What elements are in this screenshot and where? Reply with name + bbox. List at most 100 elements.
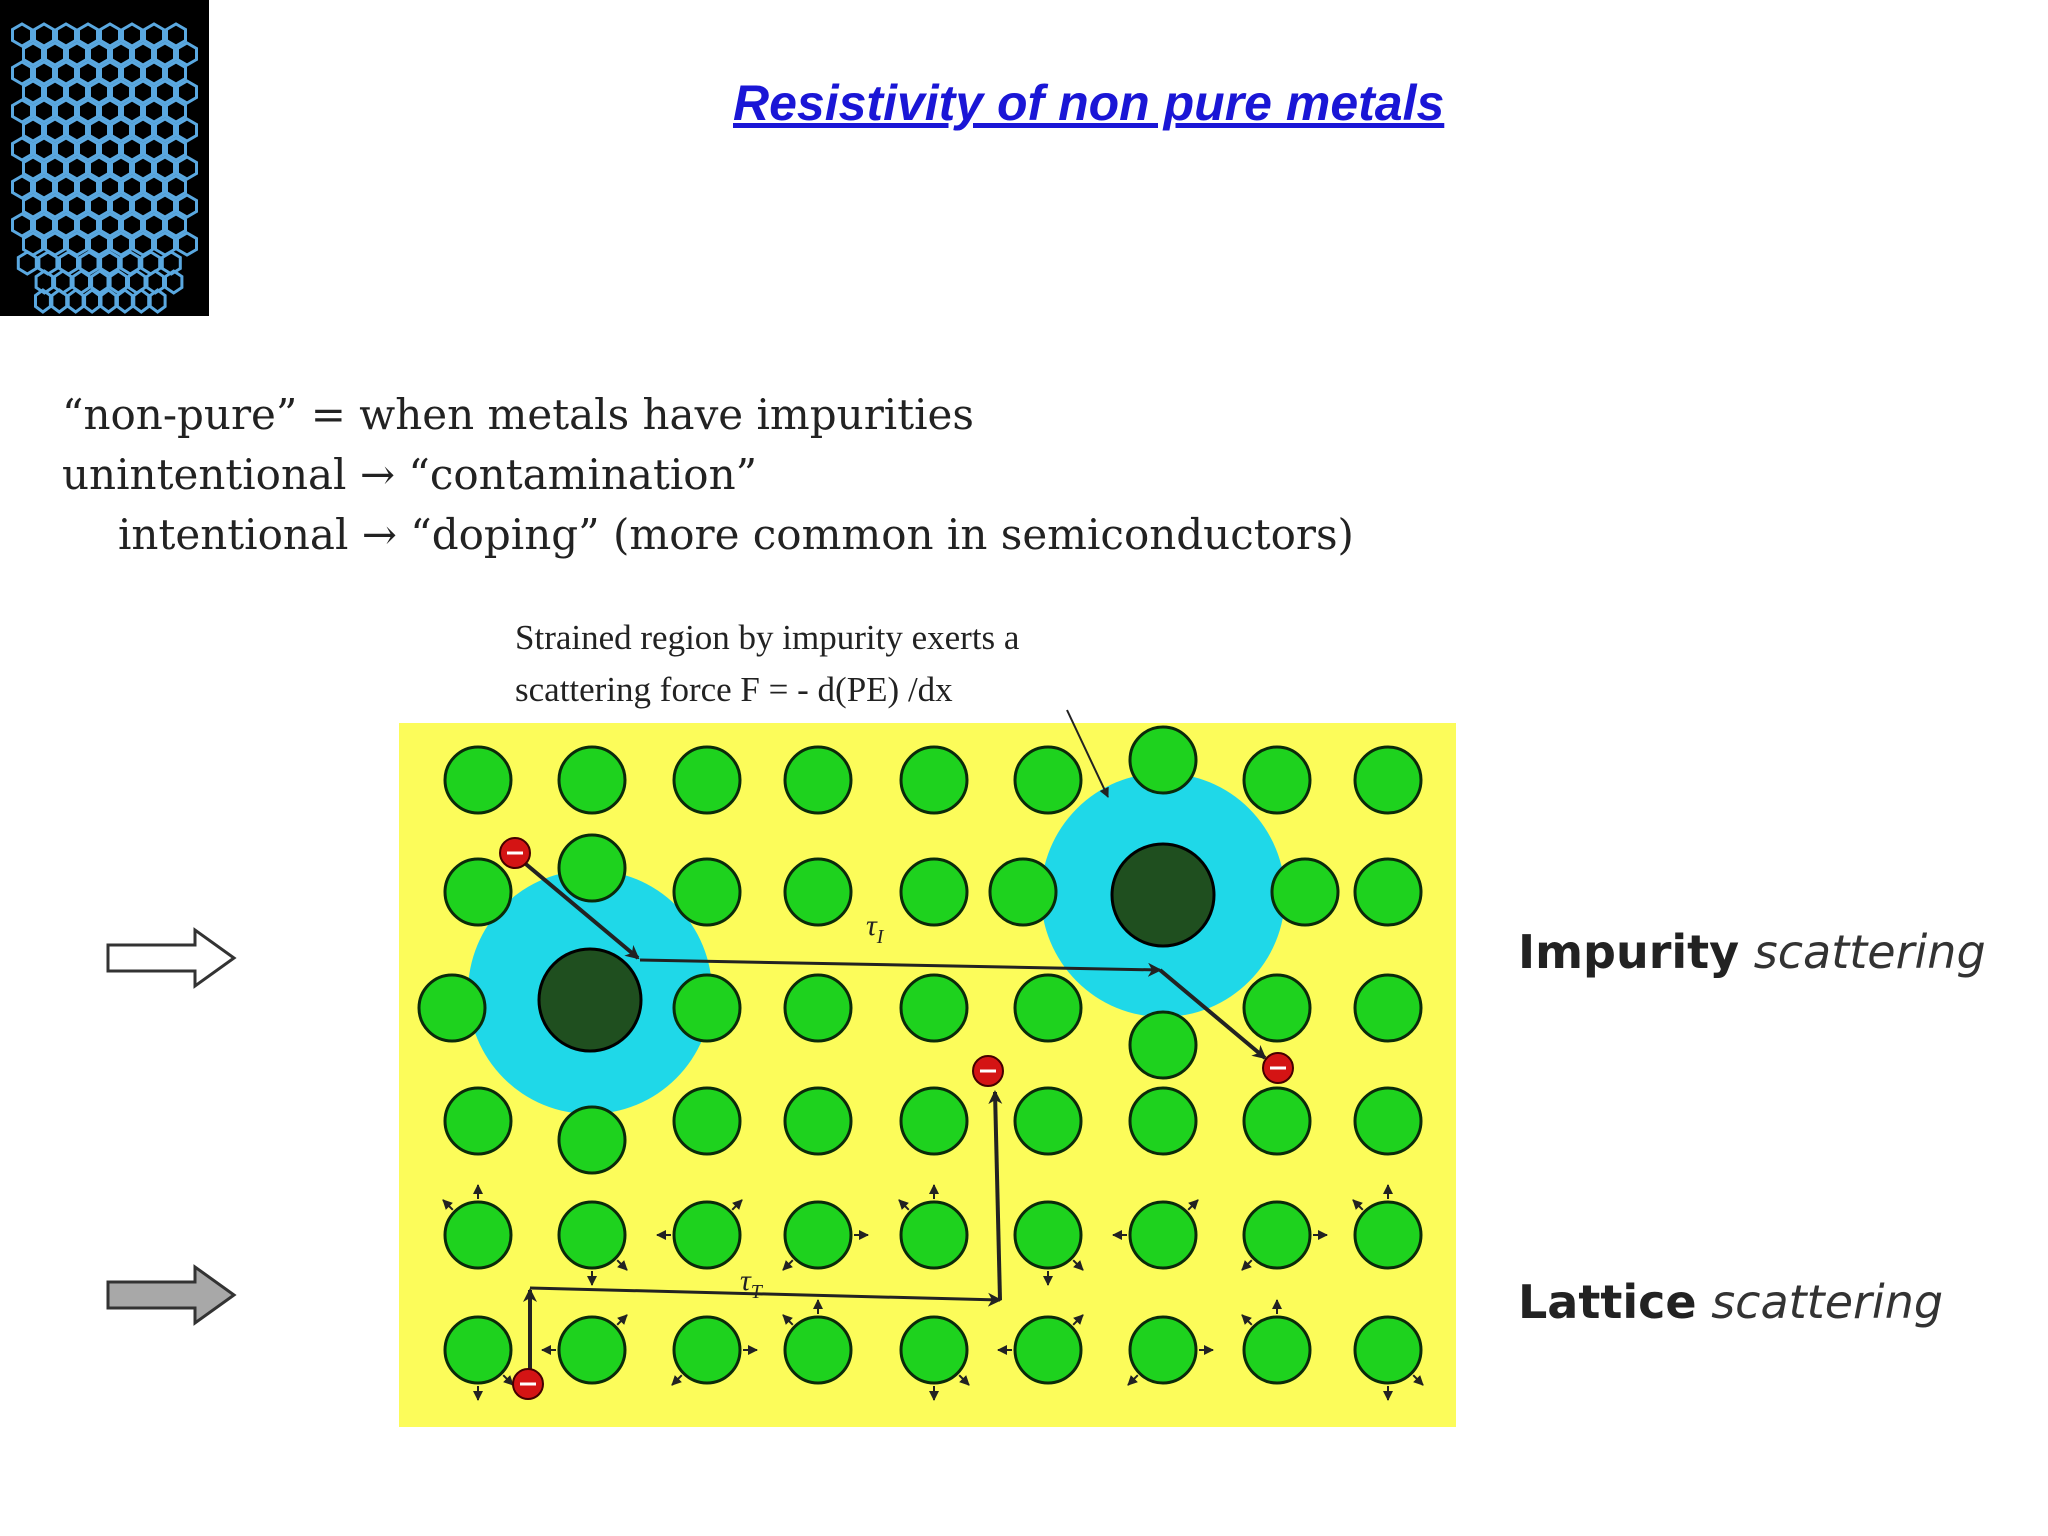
nanotube-cell [34,269,55,295]
vibration-arrow [1412,1374,1424,1386]
vibration-arrow [1187,1199,1199,1211]
nanotube-cell [143,136,165,162]
nanotube-cell [88,193,110,219]
nanotube-cell [11,22,33,48]
lattice-atom [1353,1315,1423,1385]
nanotube-cell [143,98,165,124]
lattice-atom [1128,1315,1198,1385]
lattice-arrow-icon [106,1264,237,1326]
nanotube-cell [132,117,154,143]
definition-line-non-pure: “non-pure” = when metals have impurities [62,390,974,439]
nanotube-cell [44,193,66,219]
electron-3 [972,1055,1004,1087]
nanotube-cell [66,117,88,143]
nanotube-cell [66,41,88,67]
lattice-atom [443,857,513,927]
lattice-scattering-label: Lattice scattering [1518,1275,1944,1329]
lattice-atom [1242,1200,1312,1270]
nanotube-cell [11,136,33,162]
nanotube-cell [11,98,33,124]
impurity-electron-path-1 [513,853,640,960]
nanotube-cell [55,60,77,86]
lattice-atom [899,1086,969,1156]
nanotube-cell [22,117,44,143]
nanotube-cell [66,231,88,257]
lattice-atom [672,1315,742,1385]
impurity-electron-path-2 [639,958,1162,977]
nanotube-cell [176,231,198,257]
nanotube-cell [121,174,143,200]
lattice-atom [899,857,969,927]
impurity-scattering-label: Impurity scattering [1518,925,1986,979]
lattice-atom [1353,1086,1423,1156]
vibration-arrow [671,1374,683,1386]
nanotube-cell [44,155,66,181]
carbon-nanotube-icon [11,22,198,314]
nanotube-cell [165,98,187,124]
nanotube-cell [176,79,198,105]
nanotube-cell [148,288,167,314]
nanotube-cell [176,41,198,67]
nanotube-cell [165,212,187,238]
nanotube-cell [132,155,154,181]
lattice-atom [783,1086,853,1156]
electron-2 [1262,1052,1294,1084]
nanotube-cell [121,98,143,124]
lattice-atom [1353,973,1423,1043]
nanotube-cell [33,136,55,162]
nanotube-cell [165,60,187,86]
nanotube-cell [154,79,176,105]
vibration-arrow [1072,1259,1084,1271]
page-title: Resistivity of non pure metals [733,75,1445,131]
lattice-atom [1242,1086,1312,1156]
lattice-atom [1128,725,1198,795]
nanotube-cell [44,117,66,143]
nanotube-cell [77,22,99,48]
nanotube-cell [99,212,121,238]
nanotube-cell [88,231,110,257]
nanotube-cell [66,79,88,105]
lattice-atom [899,1315,969,1385]
nanotube-cell [164,269,184,295]
lattice-atom [1128,1086,1198,1156]
nanotube-cell [33,174,55,200]
nanotube-cell [77,98,99,124]
lattice-atom [783,973,853,1043]
nanotube-cell [33,22,55,48]
nanotube-cell [99,136,121,162]
vibration-arrow [1241,1259,1253,1271]
lattice-electron-path-2 [529,1286,1002,1307]
lattice-atom [1013,1200,1083,1270]
lattice-atom [1242,1315,1312,1385]
lattice-atom [443,1315,513,1385]
vibration-arrow [782,1314,794,1326]
nanotube-cell [110,41,132,67]
nanotube-cell [55,212,77,238]
nanotube-cell [66,155,88,181]
lattice-electron-path-3 [988,1090,1003,1301]
lattice-atom [783,1200,853,1270]
nanotube-cell [55,174,77,200]
lattice-atom [672,1086,742,1156]
electron-1 [499,837,531,869]
nanotube-cell [121,212,143,238]
logo [0,0,209,316]
nanotube-cell [78,250,100,276]
lattice-atom [557,745,627,815]
lattice-atom [783,745,853,815]
electron-4 [512,1368,544,1400]
lattice-atom [988,857,1058,927]
nanotube-cell [154,117,176,143]
vibration-arrow [1127,1374,1139,1386]
nanotube-cell [176,193,198,219]
nanotube-cell [165,174,187,200]
nanotube-cell [132,231,154,257]
impurity-atom-left [537,947,643,1053]
lattice-atom [1128,1200,1198,1270]
vibration-arrow [442,1199,454,1211]
lattice-atom [899,973,969,1043]
nanotube-cell [132,79,154,105]
nanotube-cell [99,98,121,124]
nanotube-cell [110,117,132,143]
tau-lattice-symbol: τT [740,1264,764,1303]
